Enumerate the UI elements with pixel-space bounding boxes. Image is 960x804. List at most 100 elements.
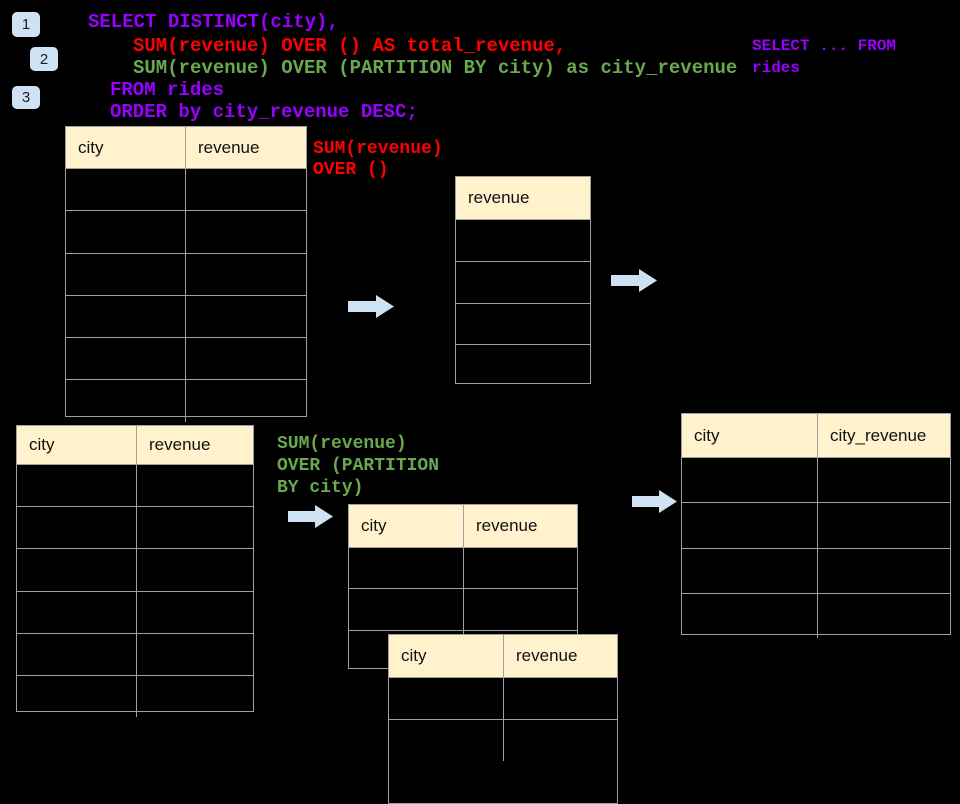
table-row [349,548,577,589]
table-row [17,506,253,549]
table-header-row: city revenue [66,127,306,169]
table-cell [389,678,503,719]
column-header-city: city [401,646,427,665]
table-cell [349,548,463,588]
table-cell [66,211,185,252]
step-badge-2: 2 [30,47,58,71]
table-row [682,502,950,548]
arrow-right-icon [288,505,333,528]
table-row [17,674,253,718]
table-row [682,592,950,638]
table-cell [503,720,617,761]
table-cell [136,507,253,549]
table-header-row: revenue [456,177,590,220]
sql-code-line-order-by: ORDER by city_revenue DESC; [110,101,418,123]
table-cell [463,589,577,630]
annotation-sum-over-partition: SUM(revenue) OVER (PARTITION BY city) [277,434,440,498]
table-row [682,458,950,503]
table-body [682,458,950,638]
table-partition-b: city revenue [388,634,618,804]
table-cell [136,549,253,591]
table-cell [185,295,306,338]
table-cell [682,549,817,593]
table-cell [17,465,136,506]
table-row [66,337,306,380]
column-header-city: city [361,516,387,535]
table-cell [185,211,306,253]
table-row [456,344,590,386]
column-header-city-revenue: city_revenue [817,414,950,457]
table-cell [503,678,617,719]
table-cell [682,594,817,638]
table-row [389,678,617,719]
table-cell [185,338,306,380]
column-header-city: city [694,425,720,445]
table-source-top: city revenue [65,126,307,422]
table-cell [136,675,253,718]
table-row [349,588,577,630]
table-row [66,210,306,253]
table-cell [185,380,306,422]
table-row [66,294,306,338]
table-cell [66,296,185,337]
table-cell [817,548,950,593]
step-badge-1: 1 [12,12,40,37]
table-cell [456,220,590,261]
table-body [66,169,306,422]
table-row [66,379,306,422]
table-city-revenue-result: city city_revenue [681,413,951,638]
table-cell [389,720,503,761]
table-cell [185,253,306,295]
table-row [17,590,253,633]
table-row [17,465,253,507]
table-source-bottom: city revenue [16,425,254,718]
table-row [17,548,253,591]
table-cell [456,262,590,303]
table-row [389,719,617,761]
table-header-row: city revenue [389,635,617,678]
table-row [456,220,590,261]
table-row [66,169,306,211]
table-header-row: city revenue [17,426,253,465]
table-header-row: city city_revenue [682,414,950,458]
side-note-select-from-rides: SELECT ... FROM rides [752,37,897,77]
table-cell [349,589,463,629]
column-header-revenue: revenue [468,188,530,207]
arrow-right-icon [348,295,394,318]
table-cell [817,503,950,548]
table-row [66,252,306,295]
table-row [682,547,950,593]
arrow-right-icon [632,490,677,513]
sql-code-line-total-revenue: SUM(revenue) OVER () AS total_revenue, [133,35,567,57]
table-row [456,260,590,303]
table-header-row: city revenue [349,505,577,548]
column-header-revenue: revenue [503,635,617,677]
column-header-city: city [29,435,55,454]
step-badge-3: 3 [12,86,40,109]
table-cell [17,676,136,717]
sql-code-line-select: SELECT DISTINCT(city), [88,11,339,33]
table-cell [136,465,253,507]
table-cell [463,548,577,589]
table-partition-a: city revenue [348,504,578,671]
table-cell [185,169,306,211]
table-cell [66,380,185,421]
table-cell [817,593,950,638]
table-cell [456,345,590,386]
table-cell [136,633,253,675]
table-cell [682,503,817,547]
table-total-revenue-result: revenue [455,176,591,384]
table-cell [17,634,136,675]
column-header-revenue: revenue [136,426,253,464]
table-cell [66,169,185,210]
table-cell [66,254,185,295]
column-header-revenue: revenue [185,127,306,168]
annotation-sum-over-total: SUM(revenue) OVER () [313,139,443,180]
table-body [456,220,590,386]
slide-canvas: 1 2 3 SELECT DISTINCT(city), SUM(revenue… [12,11,951,804]
table-cell [817,458,950,503]
table-cell [66,338,185,379]
arrow-right-icon [611,269,657,292]
table-body [17,465,253,718]
sql-code-line-from: FROM rides [110,79,225,101]
